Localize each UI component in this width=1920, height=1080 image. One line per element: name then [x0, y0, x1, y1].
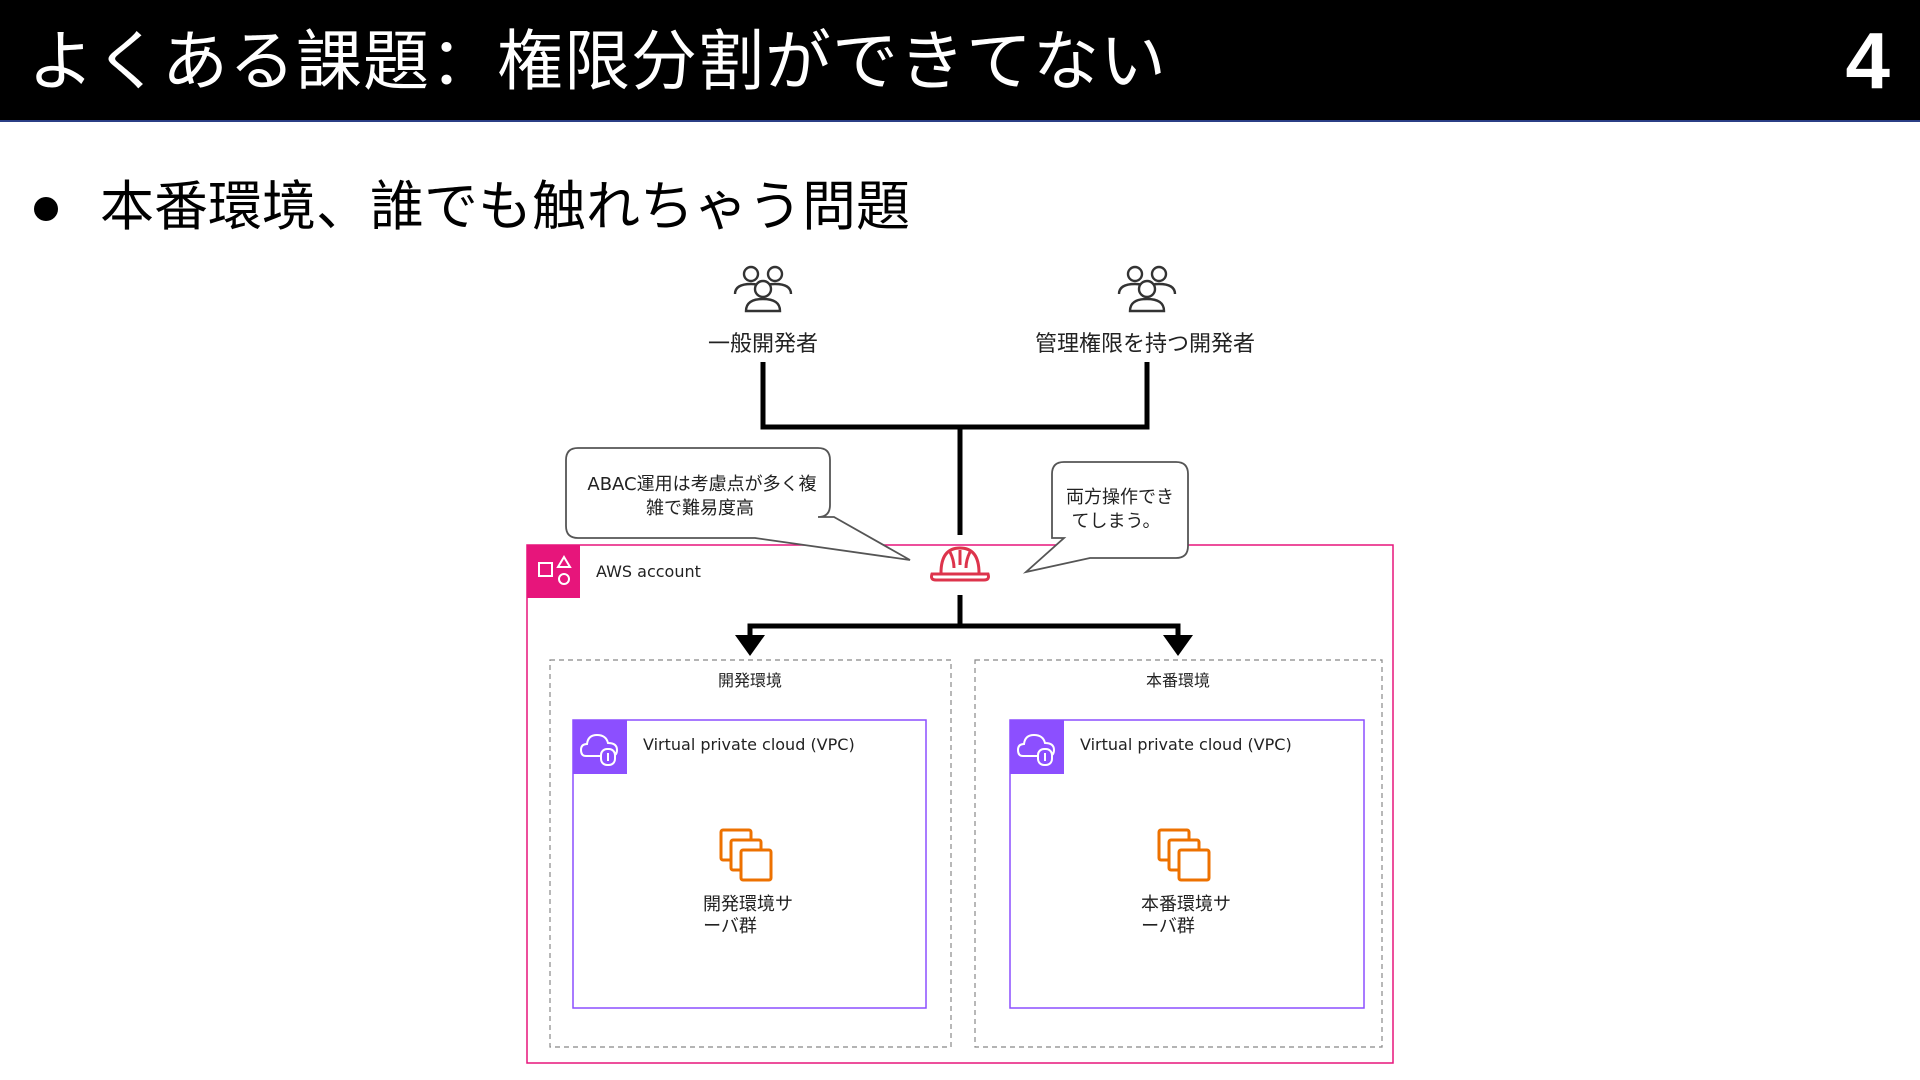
environment-prod: 本番環境 Virtual private cloud (VPC) 本番環境サ ー… [974, 659, 1383, 1048]
page-number: 4 [1845, 16, 1891, 105]
aws-account-label: AWS account [596, 562, 701, 581]
servers-prod-line1: 本番環境サ [1141, 894, 1231, 915]
arrow-to-dev [735, 635, 765, 656]
servers-prod-line2: ーバ群 [1141, 916, 1195, 937]
user-label-general: 一般開発者 [708, 332, 818, 357]
environment-dev: 開発環境 Virtual private cloud (VPC) 開発環境サ ー… [549, 659, 952, 1048]
environment-dev-label: 開発環境 [718, 671, 782, 690]
servers-dev-line1: 開発環境サ [703, 894, 793, 915]
vpc-cloud-icon [1009, 719, 1065, 775]
callout-abac: ABAC運用は考慮点が多く複 雑で難易度高 [565, 447, 911, 561]
callout-both-line1: 両方操作でき [1066, 487, 1174, 508]
ec2-instances-icon [1157, 828, 1211, 882]
users-icon [733, 265, 793, 313]
servers-dev-line2: ーバ群 [703, 916, 757, 937]
slide-title: よくある課題：権限分割ができてない [28, 23, 1167, 100]
vpc-cloud-icon [572, 719, 628, 775]
callout-abac-line1: ABAC運用は考慮点が多く複 [587, 474, 816, 495]
vpc-prod-label: Virtual private cloud (VPC) [1080, 735, 1292, 754]
helmet-role-icon [930, 546, 990, 582]
aws-account-group: AWS account [526, 544, 1394, 1064]
aws-account-icon [527, 545, 580, 598]
ec2-instances-icon [719, 828, 773, 882]
bullet-text: 本番環境、誰でも触れちゃう問題 [100, 175, 910, 238]
user-group-admin: 管理権限を持つ開発者 [1035, 265, 1255, 357]
environment-prod-label: 本番環境 [1146, 671, 1210, 690]
users-icon [1117, 265, 1177, 313]
vpc-dev-label: Virtual private cloud (VPC) [643, 735, 855, 754]
callout-both-line2: てしまう。 [1072, 511, 1161, 532]
callout-both-ops: 両方操作でき てしまう。 [1022, 461, 1189, 574]
bullet-dot-icon [34, 197, 58, 221]
arrow-to-prod [1163, 635, 1193, 656]
user-label-admin: 管理権限を持つ開発者 [1035, 332, 1255, 357]
callout-abac-line2: 雑で難易度高 [646, 498, 754, 519]
user-group-general: 一般開発者 [708, 265, 818, 357]
slide-header: よくある課題：権限分割ができてない 4 [0, 0, 1920, 122]
access-connectors [747, 362, 1181, 640]
